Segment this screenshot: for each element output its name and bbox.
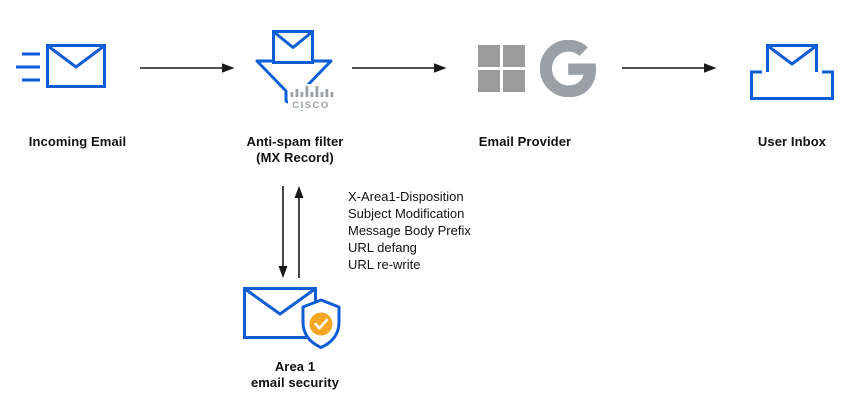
node-label-area1: Area 1 email security (225, 359, 365, 391)
flow-arrow-filter-to-provider (352, 61, 447, 75)
microsoft-logo (478, 45, 525, 92)
modification-item: X-Area1-Disposition (348, 189, 464, 204)
modification-item: Subject Modification (348, 206, 465, 221)
area1-sublabel-text: email security (250, 375, 340, 390)
modification-item: URL re-write (348, 257, 421, 272)
flow-arrow-provider-to-inbox (622, 61, 717, 75)
cisco-logo: CISCO (288, 84, 334, 110)
node-label-antispam-filter: Anti-spam filter (MX Record) (225, 134, 365, 166)
filter-envelope-icon (272, 30, 314, 64)
node-label-user-inbox: User Inbox (757, 134, 827, 149)
area1-label-text: Area 1 (274, 359, 316, 374)
cisco-wordmark: CISCO (292, 100, 330, 110)
modifications-list: X-Area1-Disposition Subject Modification… (348, 188, 471, 273)
inbox-tray-icon (750, 44, 834, 100)
bidirectional-arrows (272, 186, 312, 278)
modification-item: Message Body Prefix (348, 223, 471, 238)
flow-arrow-incoming-to-filter (140, 61, 235, 75)
modification-item: URL defang (348, 240, 417, 255)
speed-lines-icon (16, 50, 42, 86)
node-label-incoming-email: Incoming Email (28, 134, 127, 149)
google-logo (540, 40, 597, 97)
shield-check-icon (300, 298, 342, 350)
antispam-label-text: Anti-spam filter (246, 134, 344, 149)
antispam-sublabel-text: (MX Record) (256, 150, 334, 165)
check-badge-icon (309, 312, 333, 336)
node-label-email-provider: Email Provider (478, 134, 572, 149)
incoming-envelope-icon (46, 44, 106, 88)
